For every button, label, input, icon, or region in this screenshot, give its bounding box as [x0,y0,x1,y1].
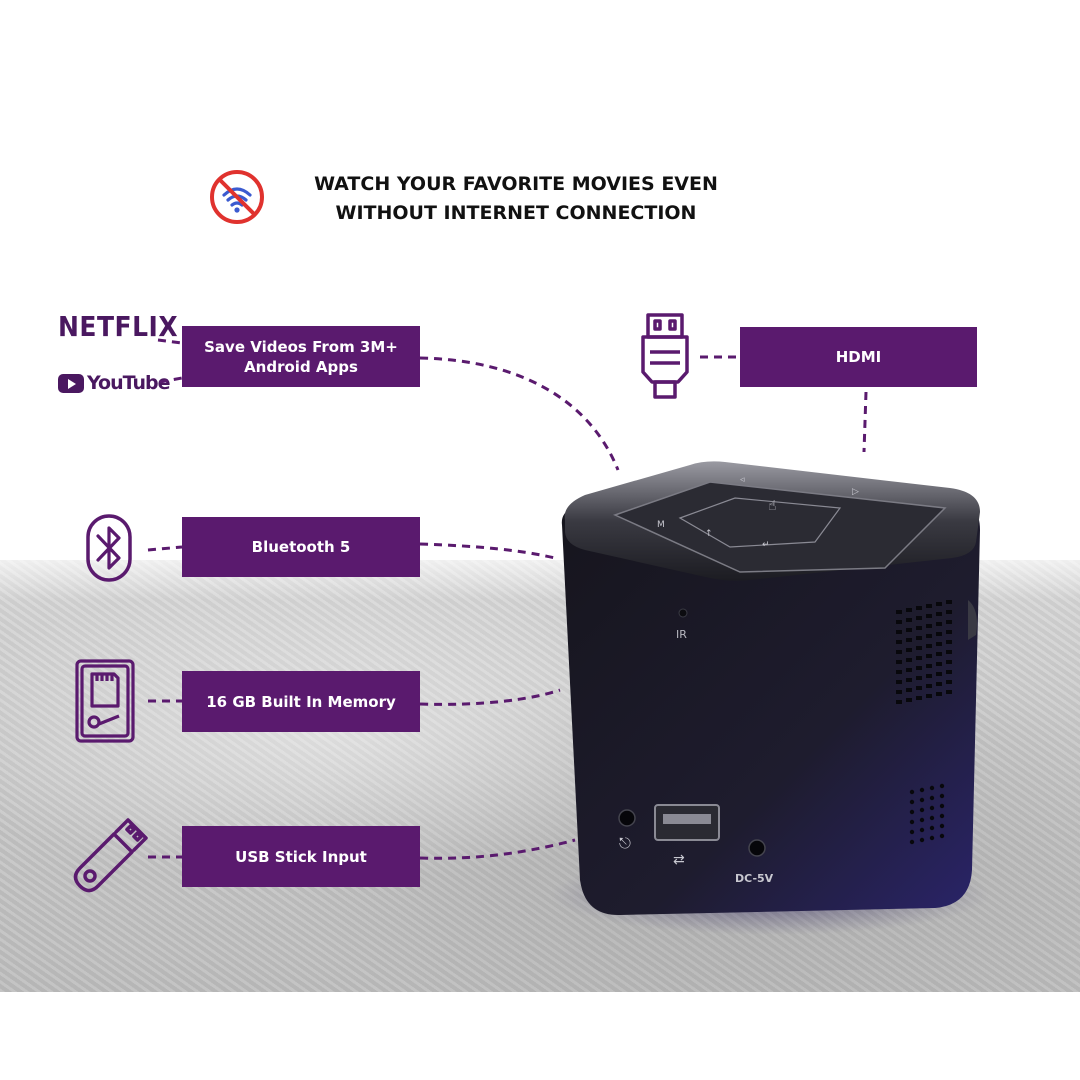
speaker-grille [909,783,945,845]
connector-apps [419,356,620,471]
netflix-logo: NETFLIX [58,310,179,343]
connector-bluetooth [419,542,556,560]
youtube-play-icon [58,373,84,393]
svg-text:▷: ▷ [852,487,859,497]
usb-feature-label: USB Stick Input [182,826,420,887]
audio-jack [618,809,636,827]
svg-text:☝: ☝ [768,498,777,514]
memory-feature-label: 16 GB Built In Memory [182,671,420,732]
dc-label: DC-5V [735,872,774,885]
apps-line-1: Save Videos From 3M+ [204,337,398,356]
bluetooth-feature-label: Bluetooth 5 [182,517,420,577]
youtube-logo: YouTube [58,372,170,394]
hdmi-feature-label: HDMI [740,327,977,387]
youtube-wordmark: YouTube [87,372,170,394]
bluetooth-icon [86,514,132,582]
usb-port-icon: ⇄ [673,852,685,868]
svg-text:◃: ◃ [740,475,745,485]
ir-sensor [678,608,688,618]
apps-line-2: Android Apps [244,357,358,376]
connector-hdmi [862,391,868,453]
headline: WATCH YOUR FAVORITE MOVIES EVEN WITHOUT … [300,170,732,228]
connector-youtube [159,376,183,384]
connector-netflix [157,338,183,345]
apps-feature-label: Save Videos From 3M+ Android Apps [182,326,420,387]
memory-card-icon [75,659,135,743]
hdmi-icon [641,313,689,399]
svg-text:↵: ↵ [762,540,770,550]
connector-usb [419,838,576,860]
no-wifi-icon [210,170,264,224]
dc-port [748,839,766,857]
side-vent [896,600,952,704]
headline-line-1: WATCH YOUR FAVORITE MOVIES EVEN [314,173,718,195]
svg-text:↑: ↑ [705,529,713,539]
connector-bluetooth-icon [147,545,183,552]
connector-memory [419,688,561,706]
touch-panel [612,481,947,573]
usb-stick-icon [73,818,148,893]
svg-text:M: M [657,520,665,530]
headline-line-2: WITHOUT INTERNET CONNECTION [335,202,697,224]
projector-device: ☝ M ↑ ↵ ◃ ▷ IR ⎋ [550,461,990,935]
side-knob [968,600,977,640]
headphone-icon: ⎋ [619,834,631,852]
ir-label: IR [676,628,687,641]
